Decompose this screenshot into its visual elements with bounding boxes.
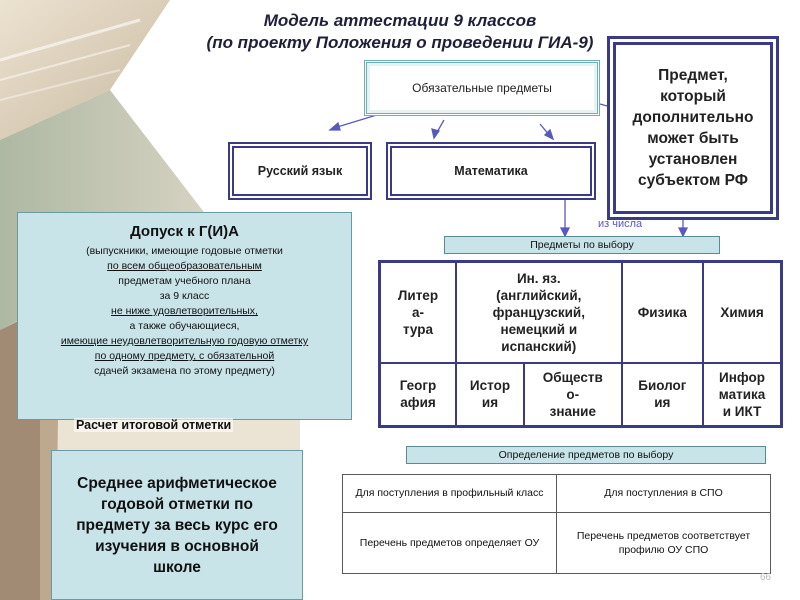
admission-box: Допуск к Г(И)А (выпускники, имеющие годо…: [17, 212, 352, 420]
table-header-cell: Для поступления в профильный класс: [342, 474, 557, 513]
admission-heading: Допуск к Г(И)А: [130, 223, 239, 240]
subject-cell: Ин. яз. (английский, французский, немецк…: [455, 260, 623, 364]
table-header-cell: Для поступления в СПО: [556, 474, 771, 513]
page-title: Модель аттестации 9 классов (по проекту …: [150, 10, 650, 54]
page-number: 66: [760, 572, 772, 583]
extra-subject-box: Предмет, который дополнительно может быт…: [613, 42, 773, 214]
calc-label: Расчет итоговой отметки: [74, 418, 234, 432]
subject-cell: Литер а- тура: [378, 260, 457, 364]
admission-line: не ниже удовлетворительных,: [111, 305, 258, 317]
admission-line: имеющие неудовлетворительную годовую отм…: [60, 335, 309, 347]
average-line: предмету за весь курс его: [76, 516, 278, 534]
extra-line: может быть: [647, 130, 739, 147]
extra-line: дополнительно: [632, 109, 754, 126]
average-line: изучения в основной: [95, 537, 259, 555]
subject-cell: Геогр афия: [378, 361, 457, 428]
extra-line: Предмет,: [658, 67, 728, 84]
mandatory-subjects-label: Обязательные предметы: [412, 81, 552, 95]
math-label: Математика: [454, 164, 528, 178]
table-row: Геогр афия Истор ия Обществ о- знание Би…: [378, 361, 783, 428]
subject-cell: Инфор матика и ИКТ: [702, 361, 783, 428]
table-cell: Перечень предметов соответствует профилю…: [556, 511, 771, 575]
table-row: Для поступления в профильный класс Для п…: [342, 474, 771, 513]
subject-cell: Физика: [620, 260, 705, 364]
subject-cell: Биолог ия: [620, 361, 705, 428]
subject-cell: Обществ о- знание: [523, 361, 623, 428]
table-row: Литер а- тура Ин. яз. (английский, франц…: [378, 260, 783, 364]
admission-line: предметам учебного плана: [118, 275, 251, 287]
definition-banner: Определение предметов по выбору: [406, 446, 766, 464]
table-cell: Перечень предметов определяет ОУ: [342, 511, 557, 575]
optional-subjects-table: Литер а- тура Ин. яз. (английский, франц…: [378, 260, 783, 428]
admission-line: по одному предмету, с обязательной: [94, 350, 275, 362]
title-line-2: (по проекту Положения о проведении ГИА-9…: [206, 33, 594, 52]
math-box: Математика: [390, 146, 592, 196]
admission-line: сдачей экзамена по этому предмету): [94, 365, 275, 377]
admission-line: за 9 класс: [159, 290, 210, 302]
optional-subjects-banner: Предметы по выбору: [444, 236, 720, 254]
average-line: Среднее арифметическое: [77, 474, 277, 492]
admission-line: (выпускники, имеющие годовые отметки: [86, 245, 283, 257]
extra-line: который: [660, 88, 726, 105]
admission-line: по всем общеобразовательным: [107, 260, 262, 272]
average-box: Среднее арифметическое годовой отметки п…: [51, 450, 303, 600]
subject-cell: Истор ия: [455, 361, 525, 428]
admission-line: а также обучающиеся,: [129, 320, 240, 332]
definition-table: Для поступления в профильный класс Для п…: [342, 474, 771, 575]
title-line-1: Модель аттестации 9 классов: [263, 11, 537, 30]
russian-box: Русский язык: [232, 146, 368, 196]
table-row: Перечень предметов определяет ОУ Перечен…: [342, 511, 771, 575]
average-line: школе: [153, 558, 201, 576]
subject-cell: Химия: [702, 260, 783, 364]
russian-label: Русский язык: [257, 164, 343, 178]
extra-line: субъектом РФ: [637, 172, 749, 189]
mandatory-subjects-box: Обязательные предметы: [364, 60, 600, 116]
from-list-label: из числа: [598, 218, 643, 230]
average-line: годовой отметки по: [100, 495, 253, 513]
connector-arrows: [328, 103, 689, 238]
extra-line: установлен: [648, 151, 738, 168]
